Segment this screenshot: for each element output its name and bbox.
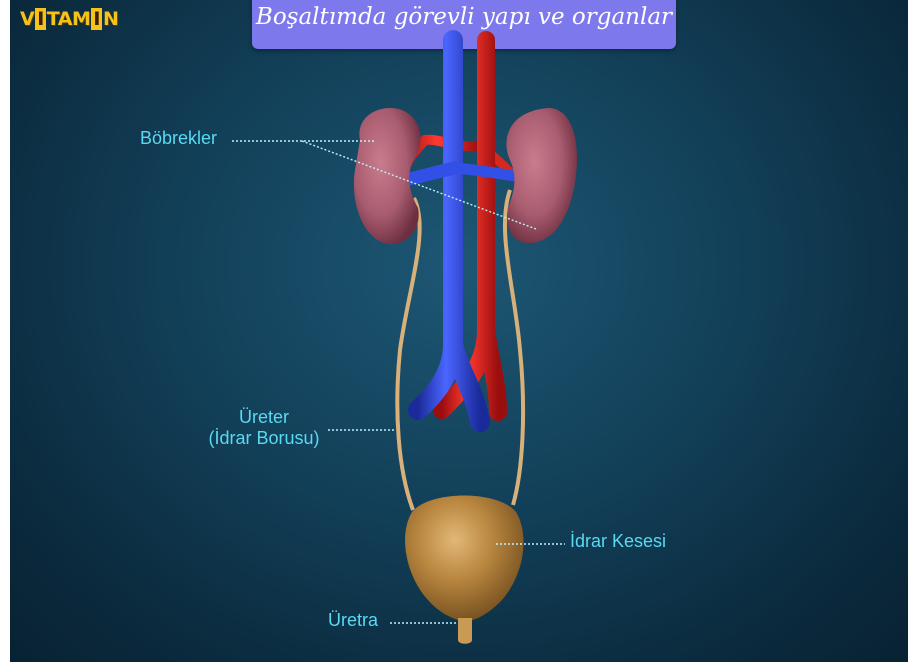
urethra — [458, 618, 472, 644]
ureter-label-line1: Üreter — [194, 407, 334, 428]
ureter-label-line2: (İdrar Borusu) — [194, 428, 334, 449]
urinary-system-illustration — [10, 0, 908, 662]
bladder-label: İdrar Kesesi — [570, 531, 666, 552]
bladder — [405, 496, 523, 623]
right-renal-vein — [455, 168, 515, 176]
right-kidney — [506, 108, 577, 243]
left-ureter — [397, 198, 419, 510]
urethra-label: Üretra — [328, 610, 378, 631]
ureter-label: Üreter (İdrar Borusu) — [194, 407, 334, 449]
kidneys-label: Böbrekler — [140, 128, 217, 149]
